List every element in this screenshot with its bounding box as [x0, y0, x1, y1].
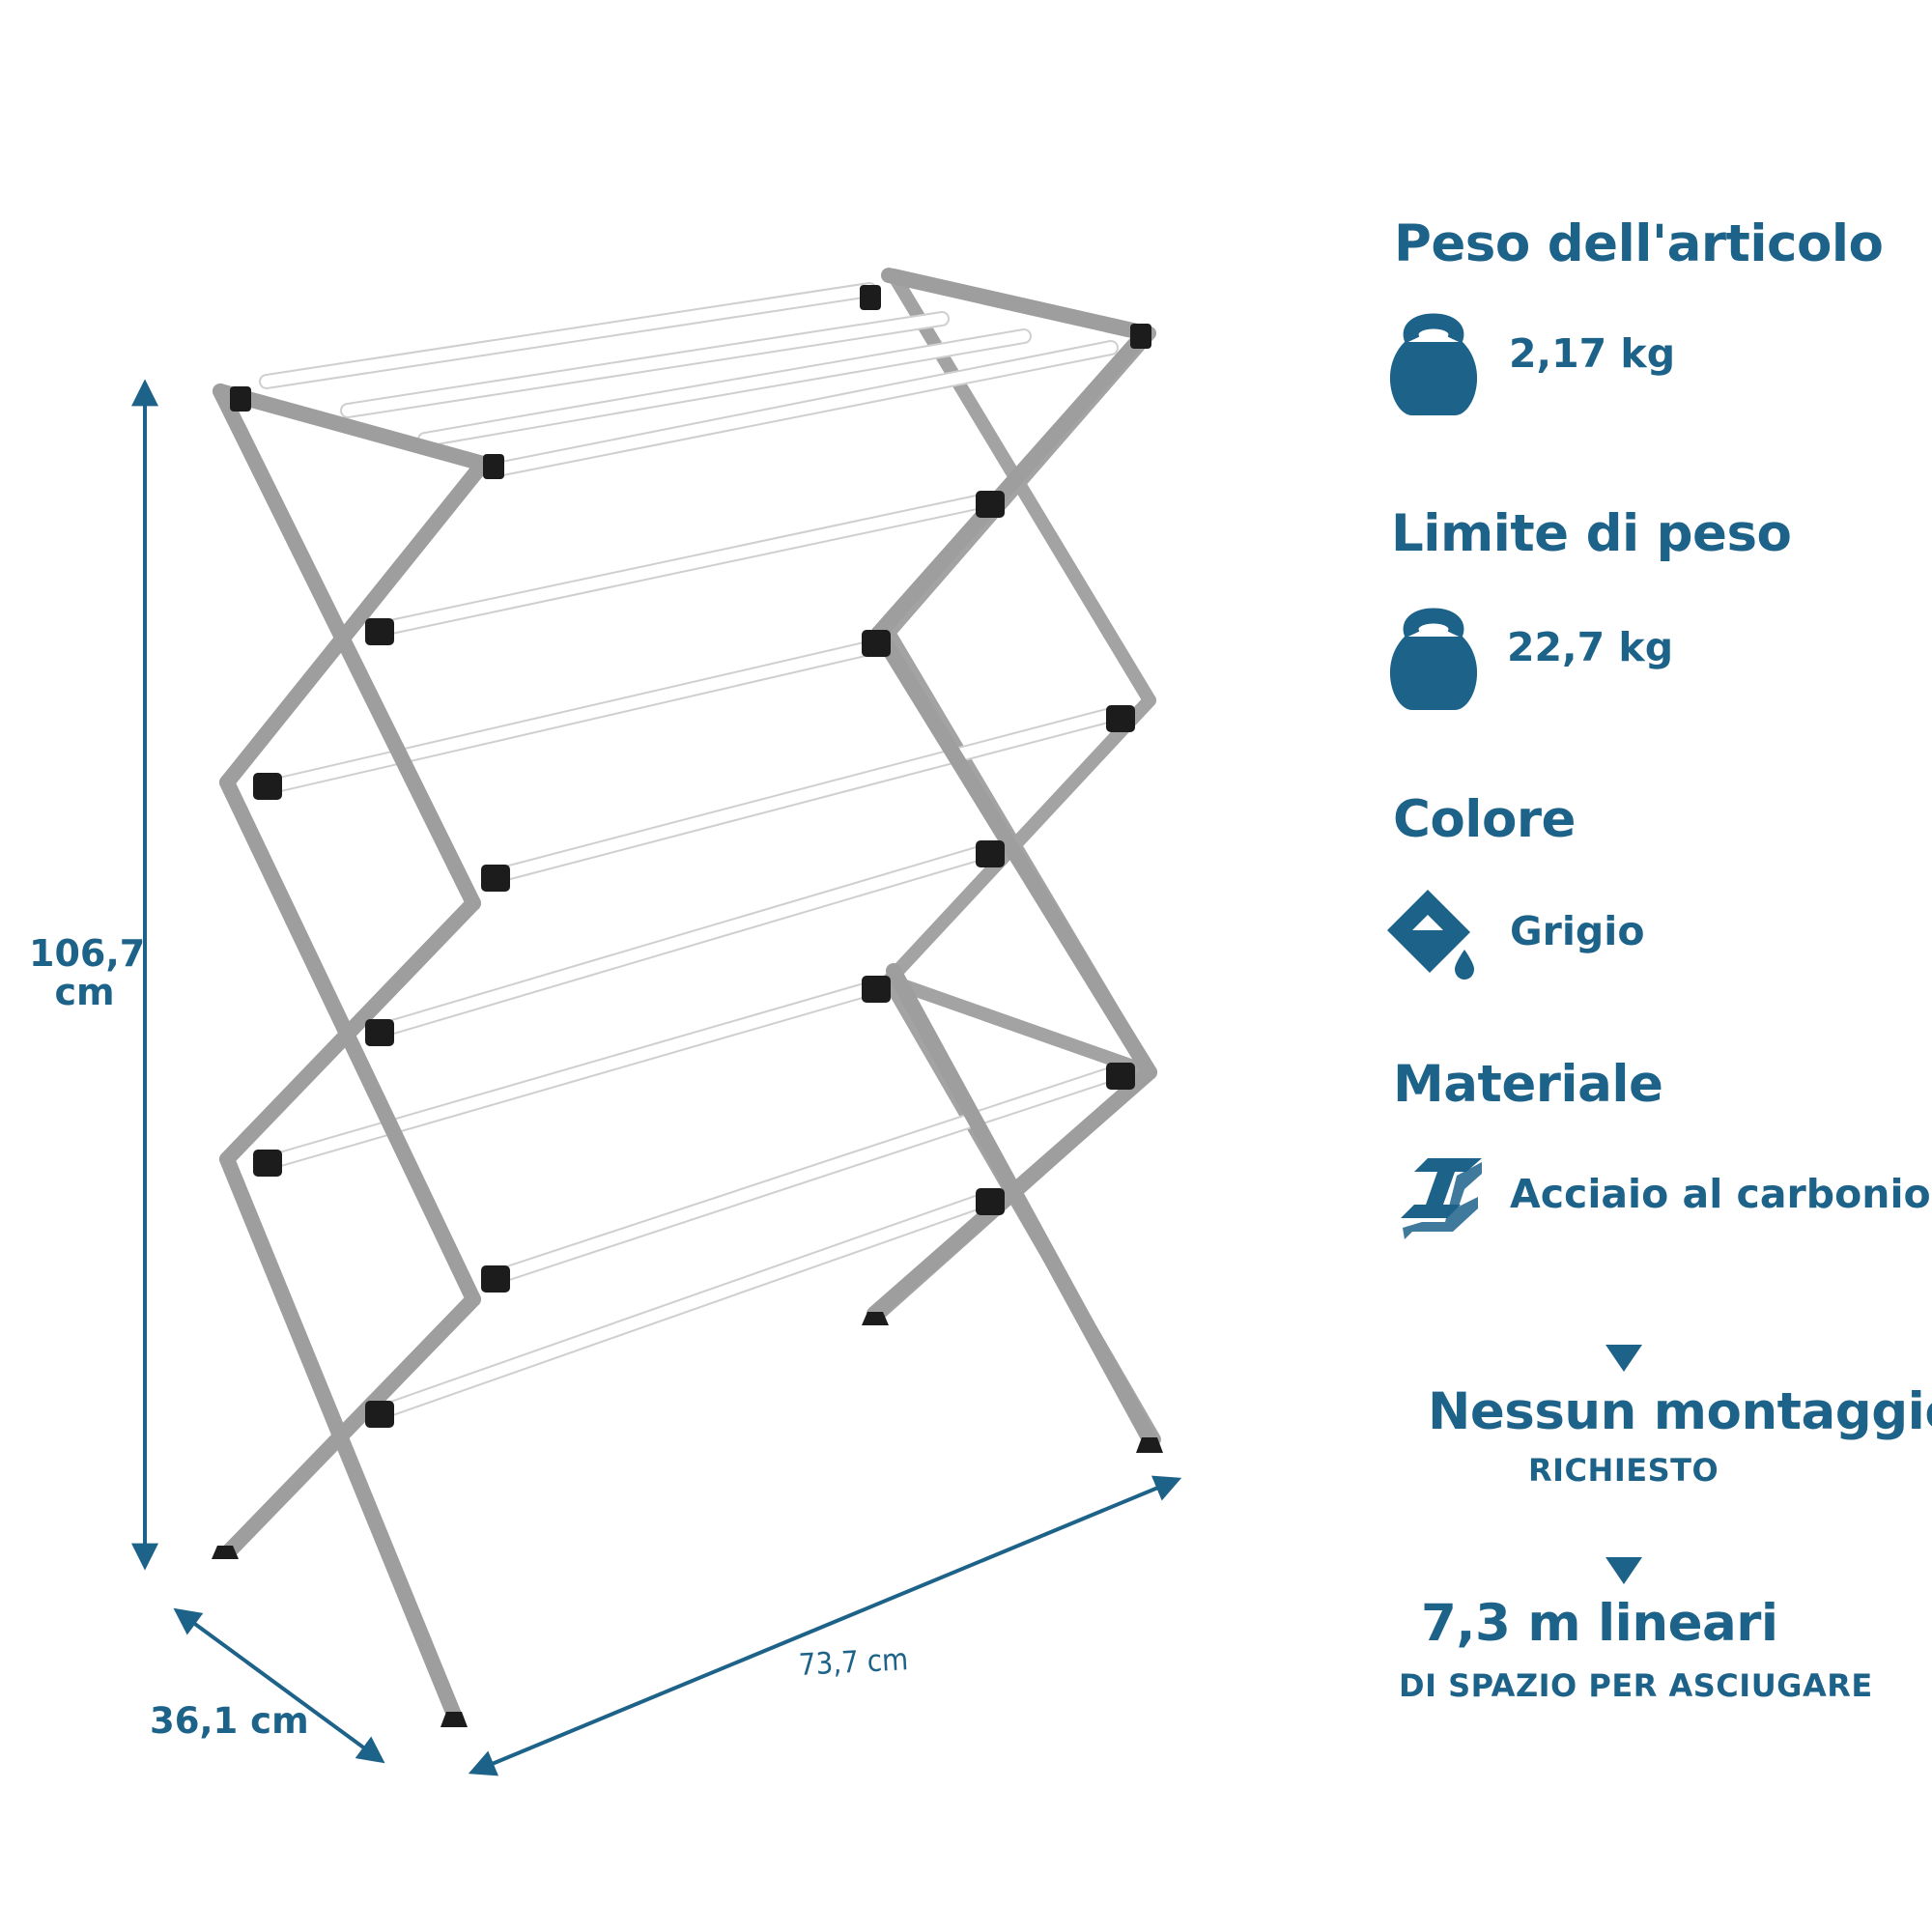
steel-beam-icon: [1401, 1158, 1482, 1239]
kettlebell-icon: [1389, 313, 1478, 415]
color-title: Colore: [1393, 790, 1576, 849]
material-value: Acciaio al carbonio: [1510, 1171, 1931, 1217]
arrow-down-icon: [1605, 1345, 1642, 1372]
width-dimension-label: 73,7 cm: [797, 1642, 910, 1683]
depth-dimension-line: [173, 1607, 385, 1764]
assembly-feature-title: Nessun montaggio: [1428, 1382, 1932, 1441]
drying-space-feature-title: 7,3 m lineari: [1421, 1594, 1778, 1653]
color-value: Grigio: [1510, 908, 1645, 954]
rack-front-frame: [213, 268, 1157, 1722]
drying-space-feature-subtitle: DI SPAZIO PER ASCIUGARE: [1399, 1667, 1873, 1704]
weight-value: 2,17 kg: [1509, 330, 1676, 377]
assembly-feature-subtitle: RICHIESTO: [1528, 1452, 1719, 1489]
paint-bucket-icon: [1387, 890, 1474, 980]
width-dimension-line: [468, 1475, 1182, 1776]
height-value: 106,7: [29, 932, 146, 975]
material-title: Materiale: [1393, 1055, 1663, 1114]
weight-limit-value: 22,7 kg: [1507, 624, 1674, 670]
drying-rods: [259, 282, 1119, 1418]
rack-clips: [212, 285, 1163, 1727]
arrow-down-icon: [1605, 1557, 1642, 1584]
height-dimension-label: 106,7 cm: [29, 934, 145, 1013]
kettlebell-icon: [1389, 608, 1478, 710]
depth-dimension-label: 36,1 cm: [150, 1700, 309, 1742]
weight-title: Peso dell'articolo: [1394, 214, 1884, 273]
height-unit: cm: [54, 970, 115, 1013]
weight-limit-title: Limite di peso: [1391, 504, 1792, 563]
